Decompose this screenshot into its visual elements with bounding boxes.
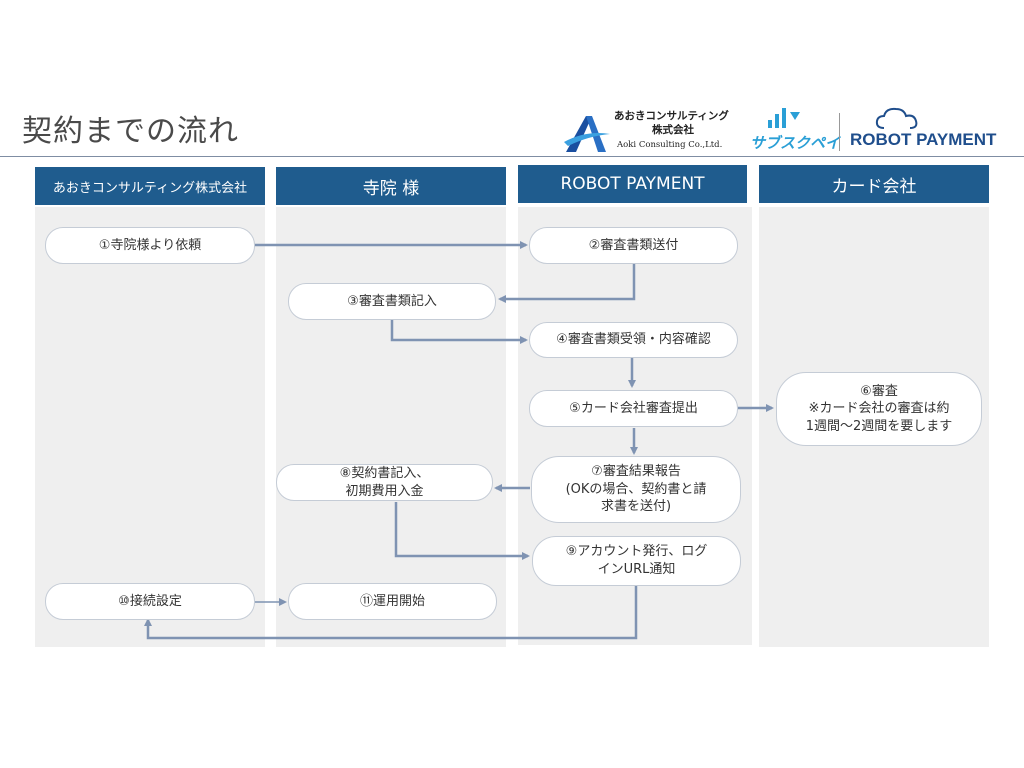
aoki-consulting-logo: あおきコンサルティング 株式会社 Aoki Consulting Co.,Ltd… xyxy=(562,108,742,156)
cloud-icon xyxy=(875,107,918,129)
logo-divider xyxy=(839,113,840,151)
step-7-line3: 求書を送付) xyxy=(600,499,672,515)
step-11-text: ⑪運用開始 xyxy=(359,593,425,609)
step-7-line1: ⑦審査結果報告 xyxy=(591,464,681,480)
step-6-line2: ※カード会社の審査は約 xyxy=(808,401,950,417)
step-6-line1: ⑥審査 xyxy=(860,383,898,399)
step-1-box: ①寺院様より依頼 xyxy=(45,227,255,264)
step-8-line1: ⑧契約書記入、 xyxy=(339,465,430,481)
step-3-text: ③審査書類記入 xyxy=(347,293,437,309)
lane-header-aoki: あおきコンサルティング株式会社 xyxy=(35,167,265,205)
aoki-logo-line3: Aoki Consulting Co.,Ltd. xyxy=(617,140,723,150)
aoki-logo-line1: あおきコンサルティング xyxy=(614,110,729,122)
step-9-line1: ⑨アカウント発行、ログ xyxy=(565,544,708,560)
lane-aoki xyxy=(35,207,265,647)
title-divider xyxy=(0,156,1024,157)
step-11-box: ⑪運用開始 xyxy=(288,583,497,620)
step-9-line2: インURL通知 xyxy=(597,562,676,577)
robot-payment-logo: ROBOT PAYMENT xyxy=(848,106,998,152)
step-4-text: ④審査書類受領・内容確認 xyxy=(556,332,711,348)
robot-payment-logo-text: ROBOT PAYMENT xyxy=(850,130,997,149)
bar-chart-icon xyxy=(768,108,800,128)
step-5-text: ⑤カード会社審査提出 xyxy=(569,400,698,416)
lane-header-card-company: カード会社 xyxy=(759,165,989,203)
step-7-box: ⑦審査結果報告 (OKの場合、契約書と請 求書を送付) xyxy=(531,456,741,523)
step-10-text: ⑩接続設定 xyxy=(118,593,182,609)
step-8-line2: 初期費用入金 xyxy=(345,483,424,499)
step-2-text: ②審査書類送付 xyxy=(588,237,679,253)
step-1-text: ①寺院様より依頼 xyxy=(98,237,202,253)
step-8-box: ⑧契約書記入、 初期費用入金 xyxy=(276,464,493,501)
step-10-box: ⑩接続設定 xyxy=(45,583,255,620)
lane-temple xyxy=(276,207,506,647)
step-5-box: ⑤カード会社審査提出 xyxy=(529,390,738,427)
step-7-line2: (OKの場合、契約書と請 xyxy=(565,481,707,497)
step-2-box: ②審査書類送付 xyxy=(529,227,738,264)
aoki-emblem-icon xyxy=(564,116,610,152)
subscpay-logo: サブスクペイ xyxy=(750,106,840,152)
lane-header-robot-payment: ROBOT PAYMENT xyxy=(518,165,747,203)
page-title: 契約までの流れ xyxy=(22,114,239,149)
lane-header-temple: 寺院 様 xyxy=(276,167,506,205)
subscpay-logo-text: サブスクペイ xyxy=(750,134,841,152)
step-9-box: ⑨アカウント発行、ログ インURL通知 xyxy=(532,536,741,586)
step-6-box: ⑥審査 ※カード会社の審査は約 1週間〜2週間を要します xyxy=(776,372,982,446)
aoki-logo-line2: 株式会社 xyxy=(652,124,694,136)
step-4-box: ④審査書類受領・内容確認 xyxy=(529,322,738,358)
step-6-line3: 1週間〜2週間を要します xyxy=(805,418,953,434)
step-3-box: ③審査書類記入 xyxy=(288,283,496,320)
